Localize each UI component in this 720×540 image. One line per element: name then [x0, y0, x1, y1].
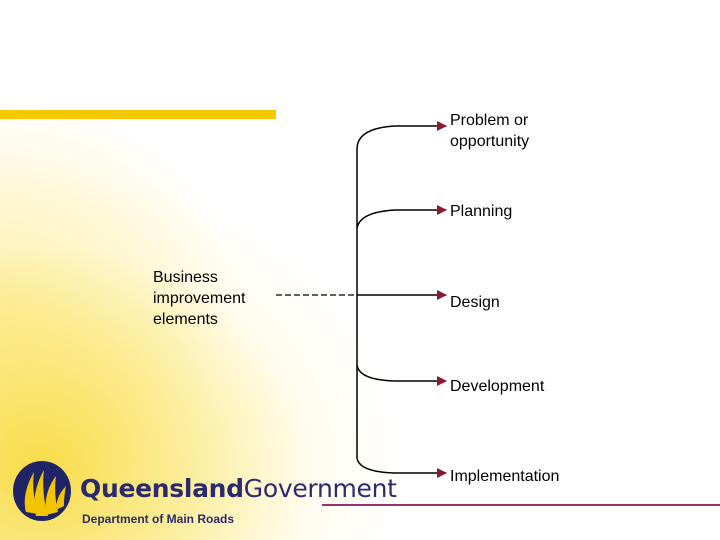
source-label: Business improvement elements [153, 269, 246, 328]
logo-name-regular: Government [243, 474, 397, 503]
footer-rule [322, 504, 720, 506]
logo-department: Department of Main Roads [82, 512, 235, 526]
branch-problem [356, 121, 447, 149]
node-design-label: Design [450, 294, 500, 311]
node-implementation-label: Implementation [450, 468, 560, 485]
queensland-government-logo: QueenslandGovernment Department of Main … [12, 458, 397, 532]
branch-implementation [356, 457, 447, 478]
node-development-label: Development [450, 378, 545, 395]
logo-name-bold: Queensland [80, 474, 244, 503]
node-planning-label: Planning [450, 203, 513, 220]
logo-wordmark: QueenslandGovernment [80, 474, 397, 503]
crest-icon [13, 461, 71, 521]
branch-planning [356, 205, 447, 229]
node-problem-label: Problem or opportunity [450, 112, 530, 150]
accent-bar [0, 110, 276, 119]
branch-development [356, 364, 447, 386]
